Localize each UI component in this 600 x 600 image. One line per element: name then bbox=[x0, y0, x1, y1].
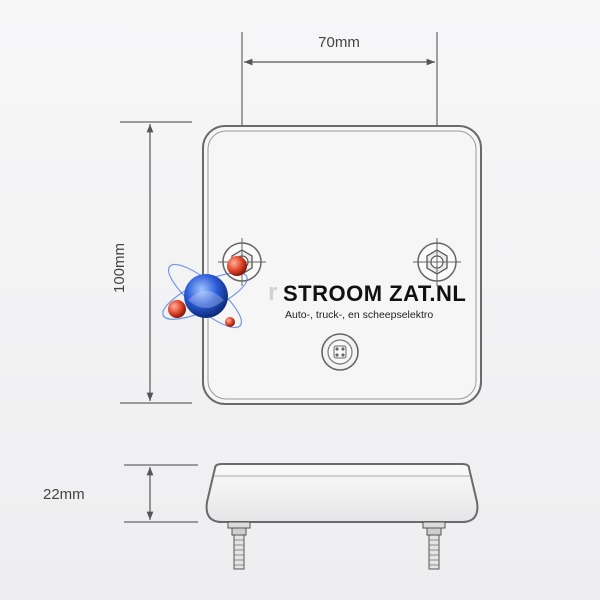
brand-name: STROOM ZAT.NL bbox=[283, 281, 466, 306]
front-housing bbox=[202, 125, 482, 405]
right-mounting-stud bbox=[413, 238, 461, 286]
logo-red-sphere-small bbox=[225, 317, 235, 327]
logo-blue-sphere bbox=[184, 274, 228, 318]
side-view bbox=[205, 463, 479, 570]
front-view bbox=[202, 125, 482, 405]
front-housing-inner-edge bbox=[207, 130, 477, 400]
side-housing bbox=[205, 463, 479, 523]
brand-tagline: Auto-, truck-, en scheepselektro bbox=[285, 309, 433, 321]
height-dimension: 100mm bbox=[111, 121, 192, 404]
logo-red-sphere-top bbox=[227, 256, 247, 276]
left-stud-side bbox=[227, 521, 251, 570]
height-label: 100mm bbox=[111, 243, 128, 293]
depth-label: 22mm bbox=[43, 486, 85, 503]
logo-ghost-mark: r bbox=[268, 279, 277, 306]
width-label: 70mm bbox=[318, 34, 360, 51]
center-connector bbox=[321, 333, 359, 371]
right-stud-side bbox=[422, 521, 446, 570]
watermark-logo: r STROOM ZAT.NL Auto-, truck-, en scheep… bbox=[162, 256, 466, 329]
logo-red-sphere-left bbox=[168, 300, 186, 318]
depth-dimension: 22mm bbox=[43, 464, 198, 523]
